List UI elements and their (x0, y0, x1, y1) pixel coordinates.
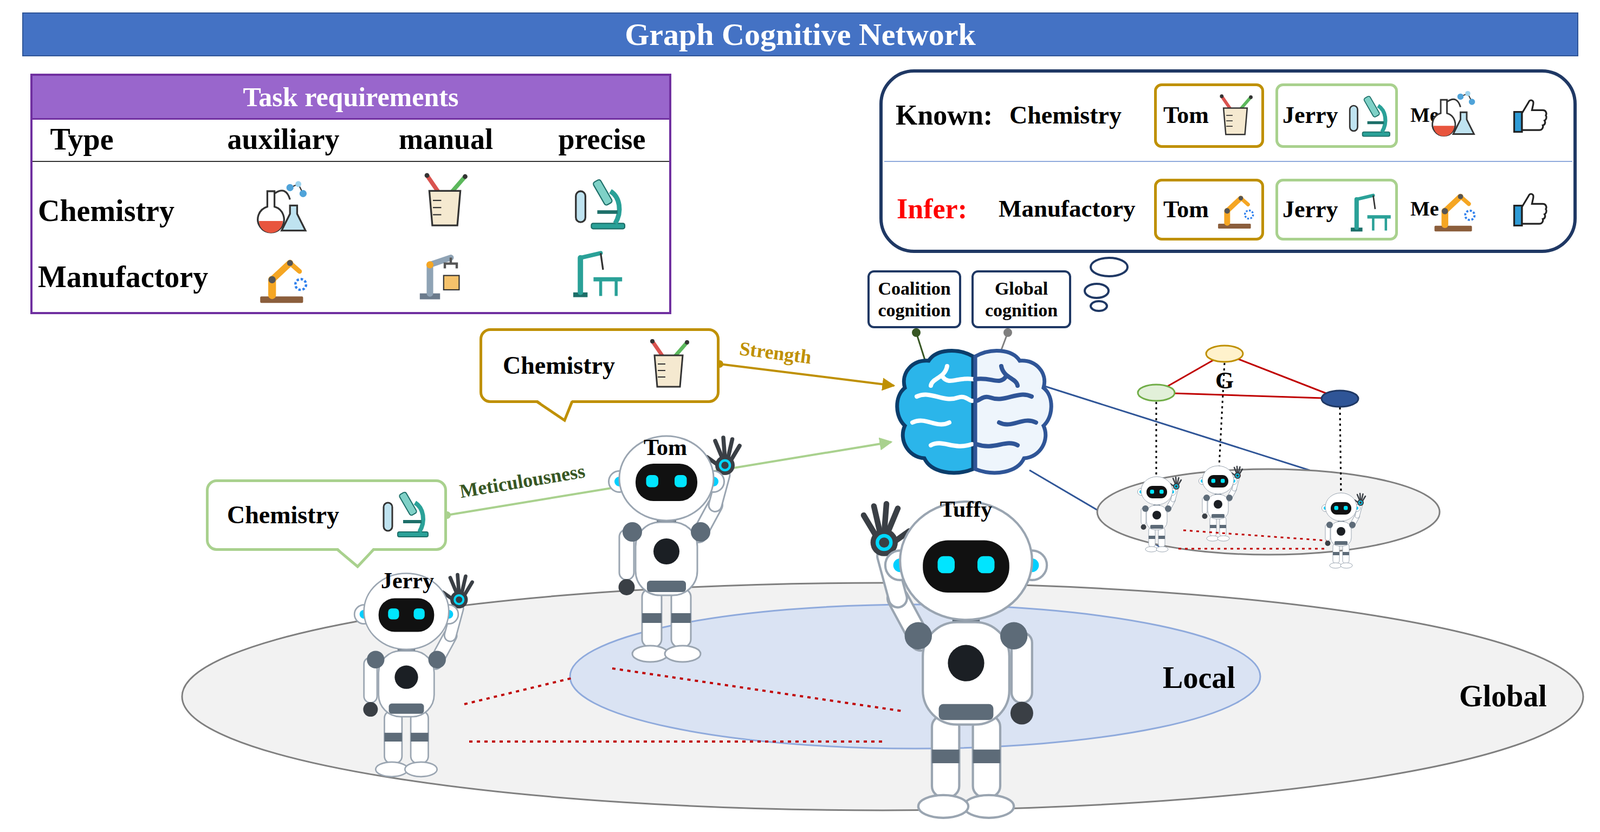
node-text: Tom (1163, 196, 1209, 223)
relation-line (1178, 548, 1327, 550)
graph-edge (1156, 353, 1225, 393)
graphic-part (930, 443, 973, 446)
diagram-label: manual (398, 123, 494, 156)
bubble-tail (1084, 283, 1109, 299)
node-text: Me (1410, 104, 1440, 127)
callout-tail (536, 401, 573, 421)
agent-box: Tom (1154, 83, 1265, 148)
diagram-label: Tuffy (940, 496, 993, 522)
leader-line (916, 332, 928, 369)
dotted-line (1155, 402, 1158, 480)
node-text: Global cognition (973, 272, 1070, 327)
link-line (1029, 470, 1165, 550)
small-robot (1322, 493, 1366, 569)
graphic-part (1001, 366, 1018, 386)
graph-vertex (1321, 390, 1359, 407)
diagram-label: Manufactory (37, 260, 209, 295)
link-line (1043, 385, 1347, 483)
brain-left (897, 351, 974, 474)
agent-box: Jerry (1275, 83, 1398, 148)
graph-vertex (1206, 345, 1243, 362)
diagram-label: Meticulousness (457, 460, 587, 503)
node-text: Global (1459, 679, 1547, 714)
diagram-label: Jerry (380, 568, 434, 594)
title-text: Graph Cognitive Network (624, 16, 976, 53)
graph-edge (1156, 392, 1340, 399)
leader-dot (911, 328, 921, 338)
graph-edge (1224, 353, 1340, 399)
graphic-part (916, 394, 973, 401)
brain-folds (975, 366, 1036, 447)
node-text: Chemistry (502, 352, 615, 380)
thought-bubble: Known:ChemistryMeInfer:ManufactoryMeTomJ… (879, 69, 1577, 254)
graphic-part (942, 377, 974, 381)
callout-box: Chemistry (205, 479, 448, 552)
graphic-part (912, 420, 950, 425)
diagram-label: auxiliary (227, 123, 340, 156)
graph-vertex (1137, 384, 1175, 401)
leader-dot (1003, 328, 1013, 338)
node-text: Local (1162, 661, 1236, 696)
brain-right (975, 351, 1052, 474)
graphic-part (999, 420, 1036, 425)
brain-folds (912, 366, 974, 447)
local-ellipse: Local (568, 603, 1262, 751)
graphic-part (975, 377, 1006, 381)
callout-tail (337, 549, 374, 567)
diagram-label: Tom (643, 435, 688, 461)
small-robot (1199, 465, 1243, 542)
node-text: Chemistry (1009, 101, 1122, 130)
diagram-label: G (1215, 367, 1234, 394)
graphic-part (976, 443, 1018, 446)
cognition-box: Coalition cognition (867, 270, 962, 329)
brain-right-lobe (975, 351, 1052, 474)
node-text: Jerry (1282, 196, 1339, 223)
callout-box: Chemistry (479, 328, 720, 404)
diagram-label: precise (558, 123, 646, 156)
cognition-box: Global cognition (971, 270, 1072, 329)
ellipse-shape (569, 604, 1261, 749)
global-ellipse: Global Local (180, 581, 1585, 813)
diagram-label: Strength (737, 338, 813, 369)
ellipse-shape (182, 583, 1584, 811)
leader-line (998, 332, 1008, 359)
node-text: Known: (895, 99, 993, 131)
node-text: Me (1410, 197, 1440, 221)
dotted-line (1339, 407, 1342, 495)
bubble-tail (1090, 257, 1128, 277)
brain (897, 351, 1052, 474)
node-text: Jerry (1282, 102, 1339, 129)
agent-box: Jerry (1275, 178, 1398, 241)
title-bar: Graph Cognitive Network (22, 12, 1579, 57)
node-text: Chemistry (227, 501, 340, 530)
diagram-label: Chemistry (37, 194, 175, 229)
graphic-part (930, 366, 948, 386)
node-text: Manufactory (998, 195, 1136, 223)
node-text: Infer: (896, 193, 968, 225)
table-heading: Task requirements (32, 75, 670, 120)
diagram-label: Type (49, 122, 114, 157)
small-robot (1137, 476, 1182, 553)
node-text: Tom (1163, 102, 1209, 129)
graphic-part (976, 394, 1032, 401)
ellipse-outline (568, 603, 1262, 751)
bubble-tail (1090, 301, 1107, 312)
agent-box: Tom (1154, 178, 1265, 241)
node-text: Coalition cognition (869, 272, 960, 327)
relation-line (1183, 530, 1327, 541)
coalition-ellipse (1097, 469, 1440, 555)
